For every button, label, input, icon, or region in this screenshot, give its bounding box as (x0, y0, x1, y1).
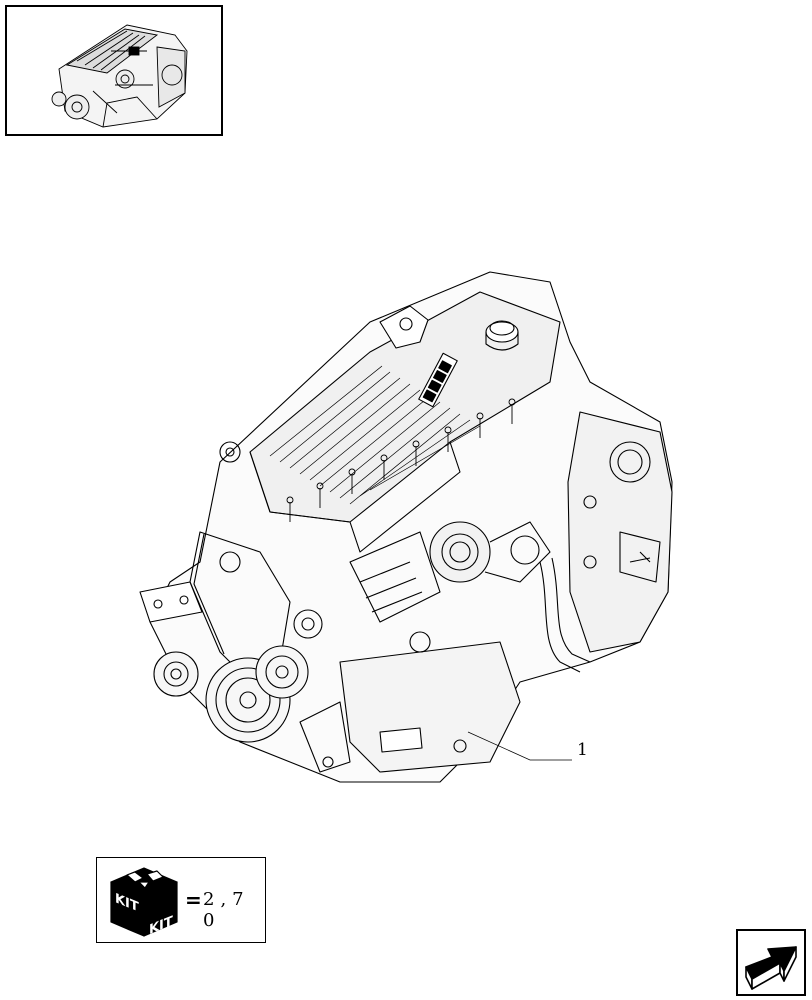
callout-label-1: 1 (577, 740, 588, 760)
next-page-button[interactable] (736, 929, 806, 996)
thumbnail-frame[interactable] (5, 5, 223, 136)
next-page-arrow-icon (745, 946, 797, 990)
engine-assembly-drawing (139, 271, 673, 783)
engine-thumbnail-icon (51, 24, 188, 128)
kit-quantity-box: KIT KIT = 2,7 0 (96, 857, 266, 943)
kit-box-icon: KIT KIT (110, 867, 178, 938)
kit-quantity-value: 2,7 0 (203, 889, 250, 931)
kit-equals-sign: = (185, 888, 202, 912)
